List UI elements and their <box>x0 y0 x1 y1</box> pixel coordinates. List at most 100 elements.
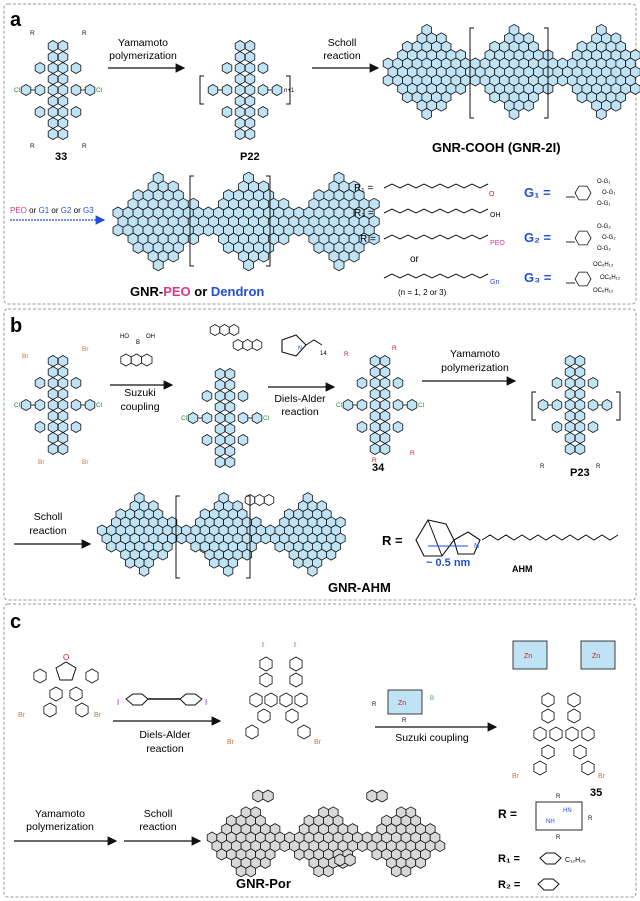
core-ring <box>294 692 308 708</box>
graphene-ring <box>241 548 253 561</box>
graphene-ring <box>313 241 325 254</box>
graphene-ring <box>469 74 481 87</box>
r1-label: R <box>556 794 561 800</box>
core-ring <box>369 421 381 433</box>
end-phenyl-ring <box>342 399 354 411</box>
g2-og-label-3: O-G₂ <box>597 246 611 252</box>
g1-og-label: O-G₁ <box>597 179 610 185</box>
end-phenyl-ring <box>251 412 263 424</box>
graphene-ring <box>132 241 144 254</box>
bromine-label: Br <box>314 739 322 746</box>
core-ring <box>369 410 381 422</box>
core-ring <box>574 399 586 411</box>
r-gn-chain <box>383 273 489 279</box>
bromine-label: Br <box>598 773 606 780</box>
c-step4-line1: Scholl <box>144 808 173 820</box>
r-label: R <box>372 457 377 464</box>
monomer-33-label: 33 <box>55 151 67 163</box>
end-phenyl-ring <box>187 412 199 424</box>
graphene-ring <box>209 556 220 569</box>
ahm-abbrev-label: AHM <box>512 564 533 574</box>
side-phenyl-ring <box>34 421 46 433</box>
core-ring <box>47 117 59 129</box>
side-phenyl-ring <box>34 377 46 389</box>
core-ring <box>47 410 59 422</box>
r2-label: R <box>372 702 377 708</box>
core-ring <box>245 724 259 740</box>
side-phenyl-ring <box>356 377 368 389</box>
c-step3-line1: Yamamoto <box>35 808 85 820</box>
tolane-i-left: I <box>117 698 119 707</box>
core-ring <box>57 40 69 52</box>
core-ring <box>574 377 586 389</box>
porphyrin-ring <box>344 853 356 867</box>
core-ring <box>564 366 576 378</box>
side-phenyl-ring <box>257 62 269 74</box>
core-ring <box>47 128 59 140</box>
graphene-ring <box>434 839 446 853</box>
porphyrin-macrocycle <box>512 640 548 670</box>
repeat-bracket <box>469 27 474 119</box>
core-ring <box>214 368 226 380</box>
core-ring <box>369 388 381 400</box>
core-ring <box>57 95 69 107</box>
graphene-ring <box>260 856 271 869</box>
graphene-ring <box>368 232 380 246</box>
side-phenyl-ring <box>221 84 233 96</box>
core-ring <box>214 401 226 413</box>
anthracene-reagent-rings <box>120 353 153 367</box>
core-ring <box>264 692 278 708</box>
side-phenyl-ring <box>356 421 368 433</box>
core-ring <box>567 692 581 708</box>
panel-a-letter: a <box>10 9 22 31</box>
side-phenyl-ring <box>34 84 46 96</box>
core-ring <box>574 410 586 422</box>
core-ring <box>47 106 59 118</box>
graphene-ring <box>112 223 124 237</box>
core-ring <box>47 84 59 96</box>
graphene-ring <box>202 223 214 237</box>
bromine-label: Br <box>38 459 45 466</box>
core-ring <box>57 443 69 455</box>
bromine-label: Br <box>18 712 26 719</box>
graphene-ring <box>223 241 234 254</box>
tolane-ring-left <box>125 693 149 706</box>
b-step4-line1: Scholl <box>34 511 63 523</box>
side-phenyl-ring <box>201 434 213 446</box>
core-ring <box>234 73 246 85</box>
halogen-atom-label: Cl <box>418 402 425 409</box>
end-phenyl-ring <box>20 399 32 411</box>
graphene-ring <box>152 258 164 272</box>
core-ring <box>549 726 563 742</box>
g1-aryl-ring <box>566 185 592 201</box>
core-ring <box>564 432 576 444</box>
c-r1-aryl-ring <box>539 852 562 865</box>
core-ring <box>533 760 547 776</box>
core-ring <box>57 73 69 85</box>
gnr-ahm-label: GNR-AHM <box>328 580 391 595</box>
r2-label: R <box>588 816 593 822</box>
core-ring <box>57 410 69 422</box>
boron-label: B <box>430 696 434 702</box>
tolane-ring-right <box>179 693 203 706</box>
r-definition-label: R = <box>360 234 376 245</box>
core-ring <box>564 355 576 367</box>
boronic-b: B <box>136 340 140 346</box>
core-ring <box>379 443 391 455</box>
r-label: R <box>344 351 349 358</box>
phenanthrene-ring <box>43 702 57 718</box>
bromine-label: Br <box>512 773 520 780</box>
g1-og-label-3: O-G₁ <box>597 201 610 207</box>
c-nh-label: NH <box>546 819 555 825</box>
bromine-label: Br <box>227 739 235 746</box>
gallate-ring <box>574 185 592 201</box>
graphene-ring <box>243 258 255 272</box>
zinc-label: Zn <box>592 653 600 660</box>
g2-og-label-2: O-G₂ <box>602 235 616 241</box>
r-peo-chain <box>383 234 489 240</box>
core-ring <box>214 445 226 457</box>
r2-definition-label: R₂ = <box>354 208 374 219</box>
g2-definition-label: G₂ = <box>524 230 552 245</box>
